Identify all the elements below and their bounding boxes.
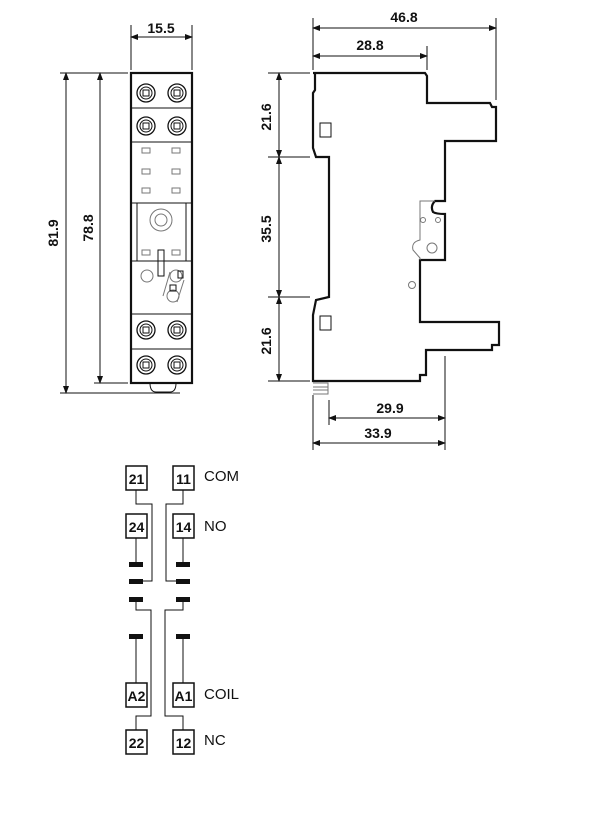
screw-terminal-icon (167, 320, 187, 340)
label-no: NO (204, 518, 227, 535)
screw-terminal-icon (167, 83, 187, 103)
screw-terminal-icon (136, 355, 156, 375)
side-overall-width-dim: 46.8 (390, 9, 417, 25)
screw-terminal-icon (136, 320, 156, 340)
terminal-12: 12 (176, 735, 192, 751)
side-top-width-dim: 28.8 (356, 37, 383, 53)
label-coil: COIL (204, 686, 239, 703)
front-width-dim: 15.5 (147, 20, 174, 36)
screw-terminal-icon (167, 355, 187, 375)
terminal-24: 24 (129, 519, 145, 535)
screw-terminal-icon (136, 116, 156, 136)
side-bottom-overall-dim: 33.9 (364, 425, 391, 441)
screw-terminal-icon (167, 116, 187, 136)
terminal-a2: A2 (128, 688, 146, 704)
wiring-schematic: 21 11 24 14 A2 A1 22 12 COM NO COIL NC (125, 465, 239, 755)
side-upper-dim: 21.6 (258, 103, 274, 130)
side-lower-dim: 21.6 (258, 327, 274, 354)
side-view: 46.8 28.8 21.6 35.5 21.6 29.9 33.9 (258, 9, 501, 450)
terminal-11: 11 (176, 471, 191, 487)
socket-body-side (311, 71, 501, 383)
side-middle-dim: 35.5 (258, 215, 274, 242)
front-view: 15.5 81.9 78.8 (45, 20, 194, 394)
front-overall-height-dim: 81.9 (45, 219, 61, 246)
front-body-height-dim: 78.8 (80, 214, 96, 241)
label-com: COM (204, 468, 239, 485)
label-nc: NC (204, 732, 226, 749)
terminal-21: 21 (129, 471, 145, 487)
terminal-a1: A1 (175, 688, 193, 704)
screw-terminal-icon (136, 83, 156, 103)
terminal-22: 22 (129, 735, 145, 751)
side-bottom-inner-dim: 29.9 (376, 400, 403, 416)
terminal-14: 14 (176, 519, 192, 535)
